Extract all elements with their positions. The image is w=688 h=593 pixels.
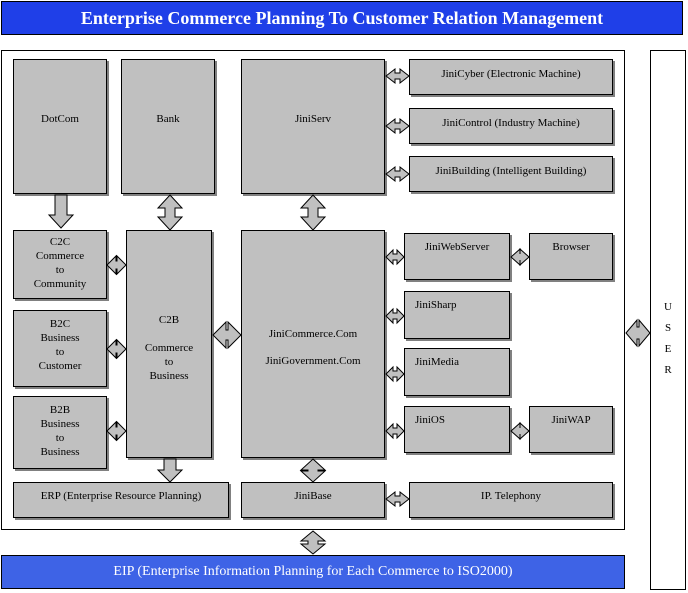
jinimedia-label: JiniMedia bbox=[415, 356, 459, 368]
jiniwap-box: JiniWAP bbox=[529, 406, 613, 453]
jinisharp-label: JiniSharp bbox=[415, 299, 457, 311]
iptelephony-label: IP. Telephony bbox=[480, 490, 542, 502]
jinibase-label: JiniBase bbox=[294, 490, 332, 502]
browser-box: Browser bbox=[529, 233, 613, 280]
jiniserv-label: JiniServ bbox=[294, 113, 332, 125]
jinimedia-box: JiniMedia bbox=[404, 348, 510, 396]
b2c-box: B2C Business to Customer bbox=[13, 310, 107, 387]
user-box: U S E R bbox=[650, 50, 686, 590]
jinicyber-box: JiniCyber (Electronic Machine) bbox=[409, 59, 613, 95]
erp-label: ERP (Enterprise Resource Planning) bbox=[40, 490, 202, 502]
arrow-jinibase-eip bbox=[299, 530, 327, 555]
diagram-title: Enterprise Commerce Planning To Customer… bbox=[1, 1, 683, 35]
b2b-label: B2B Business to Business bbox=[40, 404, 80, 458]
c2b-label: C2B Commerce to Business bbox=[144, 314, 194, 382]
eip-banner: EIP (Enterprise Information Planning for… bbox=[1, 555, 625, 589]
jinibuilding-label: JiniBuilding (Intelligent Building) bbox=[435, 165, 587, 177]
c2c-box: C2C Commerce to Community bbox=[13, 230, 107, 299]
jinios-box: JiniOS bbox=[404, 406, 510, 453]
jinicommerce-box: JiniCommerce.Com JiniGovernment.Com bbox=[241, 230, 385, 458]
iptelephony-box: IP. Telephony bbox=[409, 482, 613, 518]
jinisharp-box: JiniSharp bbox=[404, 291, 510, 339]
bank-label: Bank bbox=[156, 113, 180, 125]
jiniserv-box: JiniServ bbox=[241, 59, 385, 194]
erp-box: ERP (Enterprise Resource Planning) bbox=[13, 482, 229, 518]
user-label: U S E R bbox=[664, 301, 672, 376]
jinibuilding-box: JiniBuilding (Intelligent Building) bbox=[409, 156, 613, 192]
b2c-label: B2C Business to Customer bbox=[38, 318, 82, 372]
arrow-frame-user bbox=[625, 318, 651, 348]
browser-label: Browser bbox=[552, 241, 590, 253]
bank-box: Bank bbox=[121, 59, 215, 194]
jiniwap-label: JiniWAP bbox=[551, 414, 591, 426]
b2b-box: B2B Business to Business bbox=[13, 396, 107, 469]
jinicyber-label: JiniCyber (Electronic Machine) bbox=[441, 68, 581, 80]
jinios-label: JiniOS bbox=[415, 414, 445, 426]
jinibase-box: JiniBase bbox=[241, 482, 385, 518]
jinicontrol-label: JiniControl (Industry Machine) bbox=[442, 117, 580, 129]
jiniwebserver-box: JiniWebServer bbox=[404, 233, 510, 280]
c2b-box: C2B Commerce to Business bbox=[126, 230, 212, 458]
jiniwebserver-label: JiniWebServer bbox=[424, 241, 490, 253]
dotcom-label: DotCom bbox=[41, 113, 79, 125]
jinicontrol-box: JiniControl (Industry Machine) bbox=[409, 108, 613, 144]
dotcom-box: DotCom bbox=[13, 59, 107, 194]
c2c-label: C2C Commerce to Community bbox=[33, 236, 87, 290]
jinicommerce-label: JiniCommerce.Com JiniGovernment.Com bbox=[265, 328, 361, 367]
